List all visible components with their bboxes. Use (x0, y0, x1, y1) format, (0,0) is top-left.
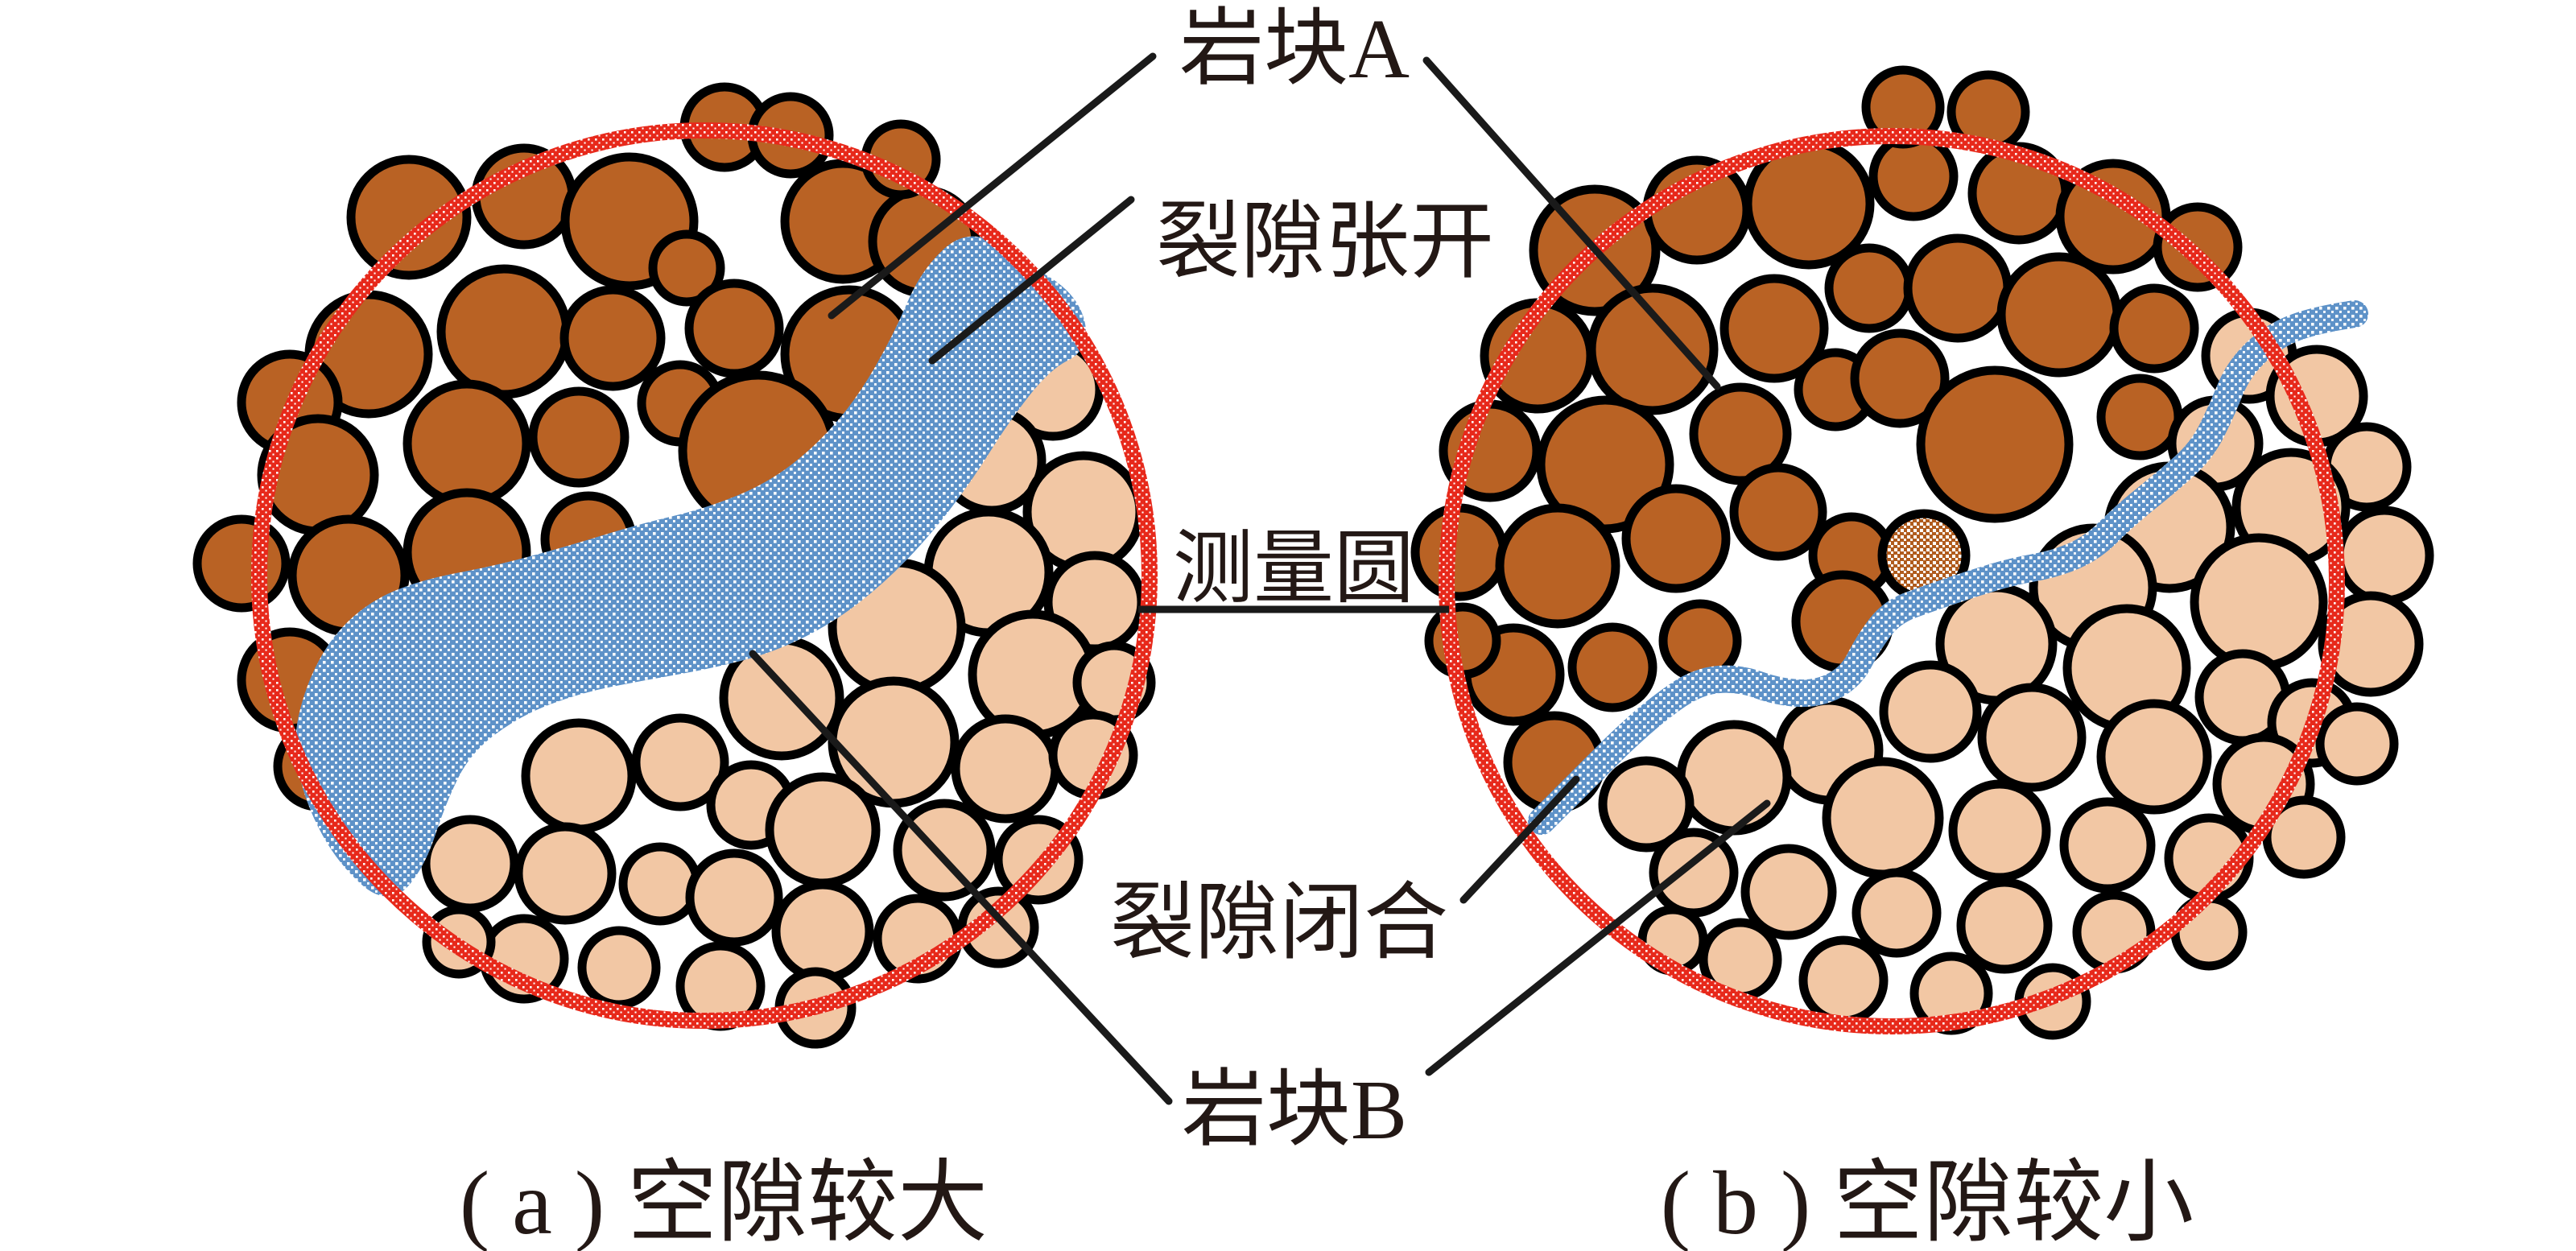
rock-a-particle (1689, 382, 1792, 485)
rock-a-particle (1587, 283, 1719, 415)
rock-b-particle (957, 886, 1039, 968)
rock-b-particle (2315, 702, 2399, 786)
rock-b-particle (1948, 779, 2051, 882)
rock-b-particle (577, 926, 661, 1009)
label-crack-open: 裂隙张开 (1156, 195, 1494, 289)
rock-b-particle (1956, 877, 2053, 974)
rock-b-particle (2059, 797, 2156, 894)
leader-lines-layer (749, 52, 1771, 1105)
rock-a-particle (2109, 283, 2199, 374)
rock-a-particle (648, 229, 725, 307)
rock-b-particle (2190, 533, 2328, 671)
rock-b-particle (1798, 935, 1889, 1026)
label-rock-b: 岩块B (1182, 1063, 1407, 1157)
left-measurement-circle (251, 122, 1158, 1029)
rock-a-particle (1868, 131, 1959, 221)
rock-a-particle (346, 155, 472, 280)
rock-b-particle (2096, 699, 2212, 815)
leader-rock-a-left (828, 52, 1157, 320)
rock-b-particle (2318, 591, 2424, 697)
rock-a-particle (1996, 252, 2122, 378)
particles-layer (192, 65, 2434, 1049)
rock-a-particle (1621, 484, 1731, 593)
rock-b-particle (771, 880, 874, 983)
rock-a-particle (436, 264, 572, 399)
rock-a-particle (528, 386, 630, 488)
rock-a-particle (192, 514, 291, 613)
rock-a-particle (1850, 328, 1950, 428)
rock-b-particle (1598, 756, 1695, 853)
rock-b-particle (514, 822, 617, 925)
rock-b-particle (618, 842, 702, 926)
rock-b-particle (2262, 795, 2346, 879)
right-measurement-circle (1439, 128, 2345, 1034)
rock-a-particle (402, 379, 531, 508)
rock-a-particle (1719, 274, 1829, 383)
rock-a-particle (1410, 503, 1509, 601)
rock-b-particle (1852, 868, 1942, 958)
rock-b-particle (685, 848, 783, 947)
leader-rock-a-right (1422, 56, 1721, 390)
caption-a-larger-voids: ( a ) 空隙较大 (460, 1154, 988, 1251)
rock-b-particle (1879, 660, 1982, 763)
rock-a-particle (1495, 503, 1620, 629)
rock-a-particle (1424, 602, 1501, 679)
rock-a-particle (1903, 233, 2013, 343)
rock-b-particle (1822, 757, 1944, 879)
rock-b-particle (1740, 844, 1837, 940)
rock-b-particle (631, 713, 729, 811)
rock-a-particle (1916, 365, 2074, 523)
leader-rock-b-left (749, 650, 1173, 1105)
rock-a-particle (2096, 374, 2183, 460)
rock-b-particle (765, 772, 881, 888)
rock-a-particle (1729, 463, 1827, 561)
leader-crack-closed-right (1459, 775, 1580, 904)
rock-b-particle (521, 718, 637, 834)
rock-b-particle (893, 799, 996, 902)
rock-a-particle (684, 279, 784, 378)
measurement-circles-layer (251, 122, 2345, 1034)
closed-crack-band (1528, 300, 2368, 835)
caption-b-smaller-voids: ( b ) 空隙较小 (1661, 1154, 2194, 1251)
rock-a-particle (1824, 243, 1914, 333)
leader-rock-b-right (1425, 799, 1771, 1076)
rock-b-particle (1676, 720, 1792, 836)
rock-b-particle (1649, 828, 1739, 918)
leader-crack-open-left (928, 196, 1135, 365)
rock-b-particle (2334, 506, 2434, 605)
rock-b-particle (421, 815, 519, 913)
rock-a-particle (1567, 622, 1657, 712)
label-rock-a: 岩块A (1179, 2, 1410, 96)
rock-b-particle (1977, 683, 2087, 792)
rock-b-particle (951, 714, 1060, 824)
label-measure-circle: 测量圆 (1173, 524, 1414, 613)
label-crack-closed: 裂隙闭合 (1110, 876, 1448, 970)
rock-a-particle (559, 285, 666, 391)
